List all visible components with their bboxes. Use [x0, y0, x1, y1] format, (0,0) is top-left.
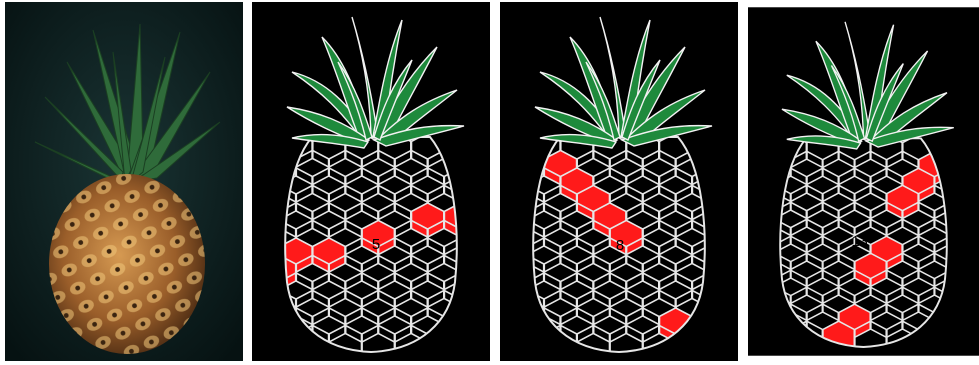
diagram-svg: 8 [500, 2, 738, 361]
spiral-diagram-8: 8 [500, 2, 738, 361]
spiral-count-label: 5 [372, 236, 380, 253]
pineapple-photo-image [5, 2, 243, 361]
diagram-svg: 5 [252, 2, 490, 361]
spiral-diagram-5: 5 [252, 2, 490, 361]
diagram-svg: 13 [748, 2, 979, 361]
spiral-count-label: 8 [616, 237, 624, 254]
spiral-diagram-13: 13 [748, 2, 979, 361]
spiral-count-label: 13 [852, 234, 868, 250]
pineapple-photo [5, 2, 243, 361]
